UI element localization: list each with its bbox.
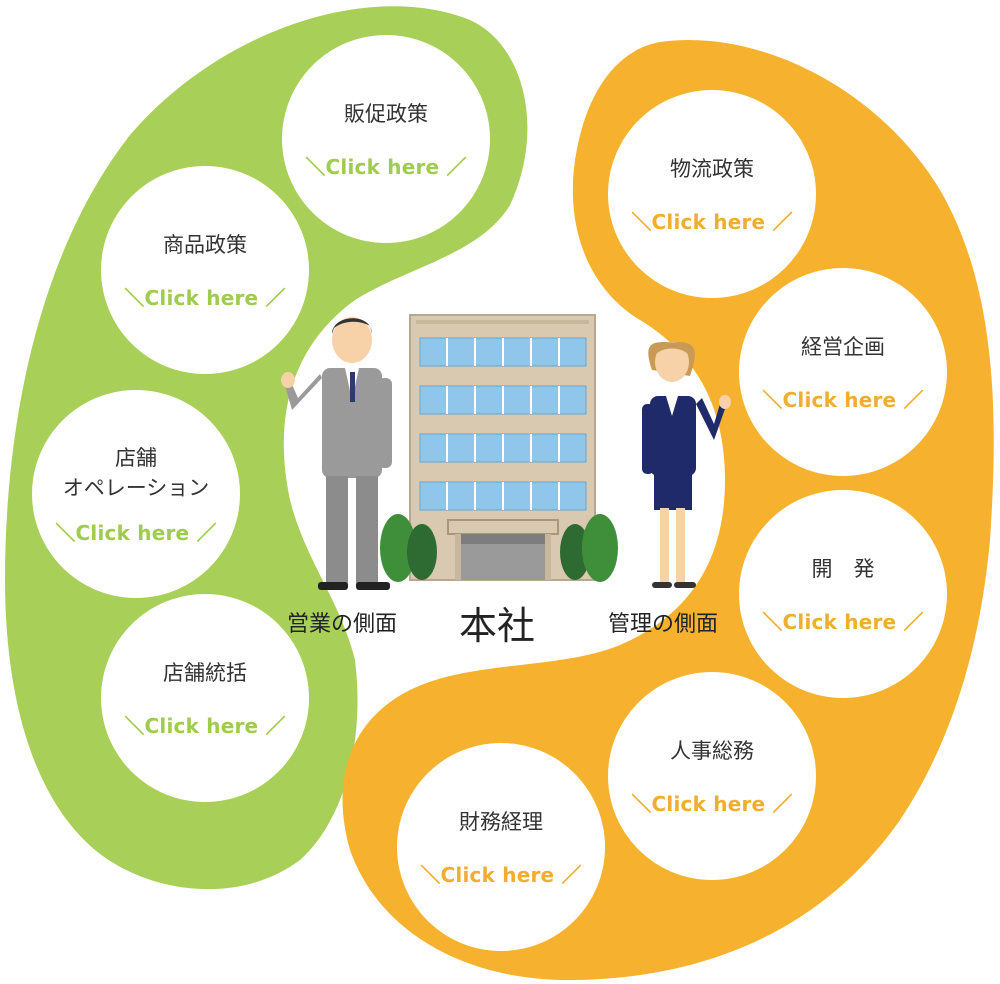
click-here-link[interactable]: ＼Click here ／: [631, 209, 793, 234]
sales-side-label: 営業の側面: [287, 612, 398, 637]
circle-corporate-planning[interactable]: 経営企画 ＼Click here ／: [739, 268, 947, 476]
circle-title: 開 発: [811, 556, 875, 581]
circle-title: 物流政策: [670, 156, 754, 181]
circle-title: 財務経理: [459, 809, 543, 834]
admin-side-label: 管理の側面: [608, 612, 719, 637]
shrub-icon: [380, 514, 618, 582]
businessman-icon: [281, 317, 392, 590]
click-here-link[interactable]: ＼Click here ／: [631, 791, 793, 816]
click-here-link[interactable]: ＼Click here ／: [420, 862, 582, 887]
businesswoman-icon: [642, 341, 731, 588]
circle-store-management[interactable]: 店舗統括 ＼Click here ／: [101, 594, 309, 802]
headquarters-title: 本社: [459, 604, 536, 648]
circle-finance-accounting[interactable]: 財務経理 ＼Click here ／: [397, 743, 605, 951]
click-here-link[interactable]: ＼Click here ／: [124, 285, 286, 310]
click-here-link[interactable]: ＼Click here ／: [124, 713, 286, 738]
circle-title: 店舗統括: [163, 660, 247, 685]
circle-logistics[interactable]: 物流政策 ＼Click here ／: [608, 90, 816, 298]
click-here-link[interactable]: ＼Click here ／: [305, 154, 467, 179]
headquarters-illustration: [281, 314, 731, 590]
click-here-link[interactable]: ＼Click here ／: [762, 609, 924, 634]
circle-development[interactable]: 開 発 ＼Click here ／: [739, 490, 947, 698]
circle-store-operation[interactable]: 店舗 オペレーション ＼Click here ／: [32, 390, 240, 598]
circle-title: 店舗 オペレーション: [62, 445, 210, 500]
circle-merchandising[interactable]: 商品政策 ＼Click here ／: [101, 166, 309, 374]
click-here-link[interactable]: ＼Click here ／: [762, 387, 924, 412]
click-here-link[interactable]: ＼Click here ／: [55, 520, 217, 545]
circle-hr-general-affairs[interactable]: 人事総務 ＼Click here ／: [608, 672, 816, 880]
circle-title: 販促政策: [344, 101, 428, 126]
circle-title: 経営企画: [801, 334, 885, 359]
circle-title: 人事総務: [670, 738, 754, 763]
office-building-icon: [409, 314, 596, 581]
circle-title: 商品政策: [163, 232, 247, 257]
circle-sales-promotion[interactable]: 販促政策 ＼Click here ／: [282, 35, 490, 243]
